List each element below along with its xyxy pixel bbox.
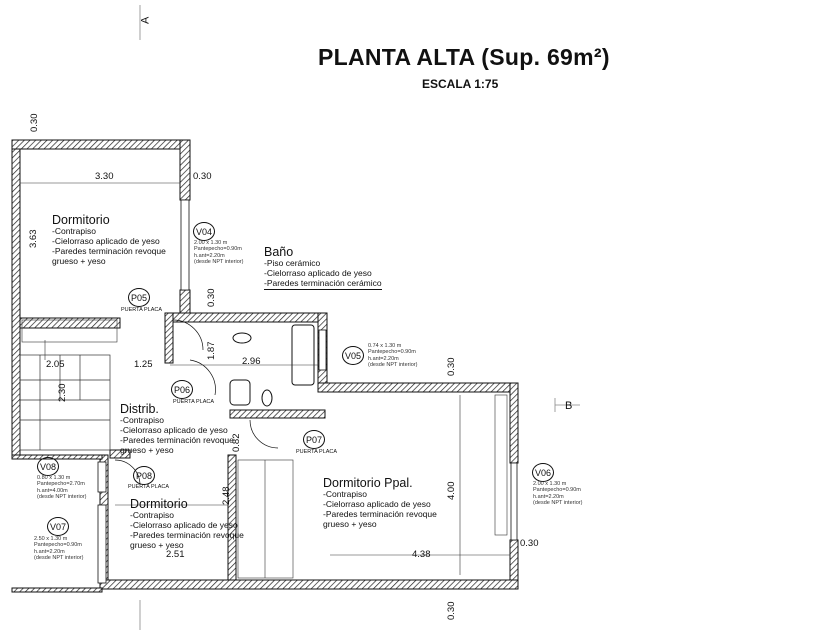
room-dormitorio-2: Dormitorio -Contrapiso -Cielorraso aplic… xyxy=(130,497,244,550)
room-finish: -Piso cerámico xyxy=(264,258,321,269)
dimension-label: 0.30 xyxy=(520,538,539,549)
window-tag-v04: V04 xyxy=(193,222,215,241)
dimension-label: 0.30 xyxy=(206,288,217,308)
room-finish: -Contrapiso xyxy=(323,489,367,500)
room-finish: -Cielorraso aplicado de yeso xyxy=(264,268,372,279)
room-finish: -Paredes terminación revoque xyxy=(120,434,234,445)
dimension-label: 1.25 xyxy=(134,359,153,370)
axis-b-label: B xyxy=(565,400,573,412)
door-tag-p06: P06 xyxy=(171,380,193,399)
window-openings xyxy=(97,199,518,584)
room-name: Distrib. xyxy=(120,402,159,416)
dimension-label: 2.30 xyxy=(57,383,68,403)
room-finish: -Cielorraso aplicado de yeso xyxy=(323,499,431,510)
window-tag-v06: V06 xyxy=(532,463,554,482)
room-finish: -Paredes terminación revoque xyxy=(52,245,166,256)
room-bano: Baño -Piso cerámico -Cielorraso aplicado… xyxy=(264,245,382,290)
axis-a-label: A xyxy=(139,16,152,24)
room-distrib: Distrib. -Contrapiso -Cielorraso aplicad… xyxy=(120,402,234,455)
room-finish: -Contrapiso xyxy=(52,226,96,237)
room-finish: grueso + yeso xyxy=(130,539,184,550)
door-tag-p08: P08 xyxy=(133,466,155,485)
dimension-label: 2.51 xyxy=(166,549,185,560)
window-tag-v08: V08 xyxy=(37,457,59,476)
room-finish: -Paredes terminación revoque xyxy=(130,529,244,540)
dimension-label: 4.38 xyxy=(412,549,431,560)
room-finish: -Paredes terminación cerámico xyxy=(264,277,382,290)
dimension-label: 4.00 xyxy=(446,481,457,501)
scale-label: ESCALA 1:75 xyxy=(422,77,499,91)
room-finish: grueso + yeso xyxy=(323,518,377,529)
bathroom-fixtures xyxy=(229,324,315,407)
door-label-p06: PUERTA PLACA xyxy=(173,399,215,405)
dimension-label: 3.30 xyxy=(95,171,114,182)
dimension-label: 0.82 xyxy=(231,433,242,453)
room-finish: -Cielorraso aplicado de yeso xyxy=(130,520,238,531)
dimension-label: 0.30 xyxy=(446,601,457,621)
room-finish: -Contrapiso xyxy=(120,415,164,426)
dimension-label: 0.30 xyxy=(446,357,457,377)
window-tag-v05: V05 xyxy=(342,346,364,365)
room-name: Dormitorio xyxy=(130,497,188,511)
dimension-label: 2.05 xyxy=(46,359,65,370)
room-finish: -Cielorraso aplicado de yeso xyxy=(52,236,160,247)
dimension-label: 0.30 xyxy=(29,113,40,133)
room-finish: -Contrapiso xyxy=(130,510,174,521)
dimension-label: 2.96 xyxy=(242,356,261,367)
room-name: Dormitorio Ppal. xyxy=(323,476,413,490)
dimension-label: 0.30 xyxy=(193,171,212,182)
axis-a-line xyxy=(139,5,580,630)
room-dormitorio-1: Dormitorio -Contrapiso -Cielorraso aplic… xyxy=(52,213,166,266)
page-title: PLANTA ALTA (Sup. 69m²) xyxy=(318,44,610,70)
room-name: Baño xyxy=(264,245,294,259)
room-finish: -Paredes terminación revoque xyxy=(323,508,437,519)
door-tag-p05: P05 xyxy=(128,288,150,307)
door-label-p08: PUERTA PLACA xyxy=(128,484,170,490)
room-name: Dormitorio xyxy=(52,213,110,227)
closets xyxy=(21,319,508,579)
dimension-label: 2.48 xyxy=(221,486,232,506)
dimension-label: 1.87 xyxy=(206,341,217,361)
door-label-p05: PUERTA PLACA xyxy=(121,307,163,313)
door-label-p07: PUERTA PLACA xyxy=(296,449,338,455)
dimension-lines xyxy=(20,182,510,575)
dimension-label: 3.63 xyxy=(28,229,39,249)
room-finish: grueso + yeso xyxy=(52,255,106,266)
door-tag-p07: P07 xyxy=(303,430,325,449)
room-finish: -Cielorraso aplicado de yeso xyxy=(120,425,228,436)
room-finish: grueso + yeso xyxy=(120,444,174,455)
room-dormitorio-ppal: Dormitorio Ppal. -Contrapiso -Cielorraso… xyxy=(323,476,437,529)
stairs xyxy=(19,354,111,451)
window-tag-v07: V07 xyxy=(47,517,69,536)
